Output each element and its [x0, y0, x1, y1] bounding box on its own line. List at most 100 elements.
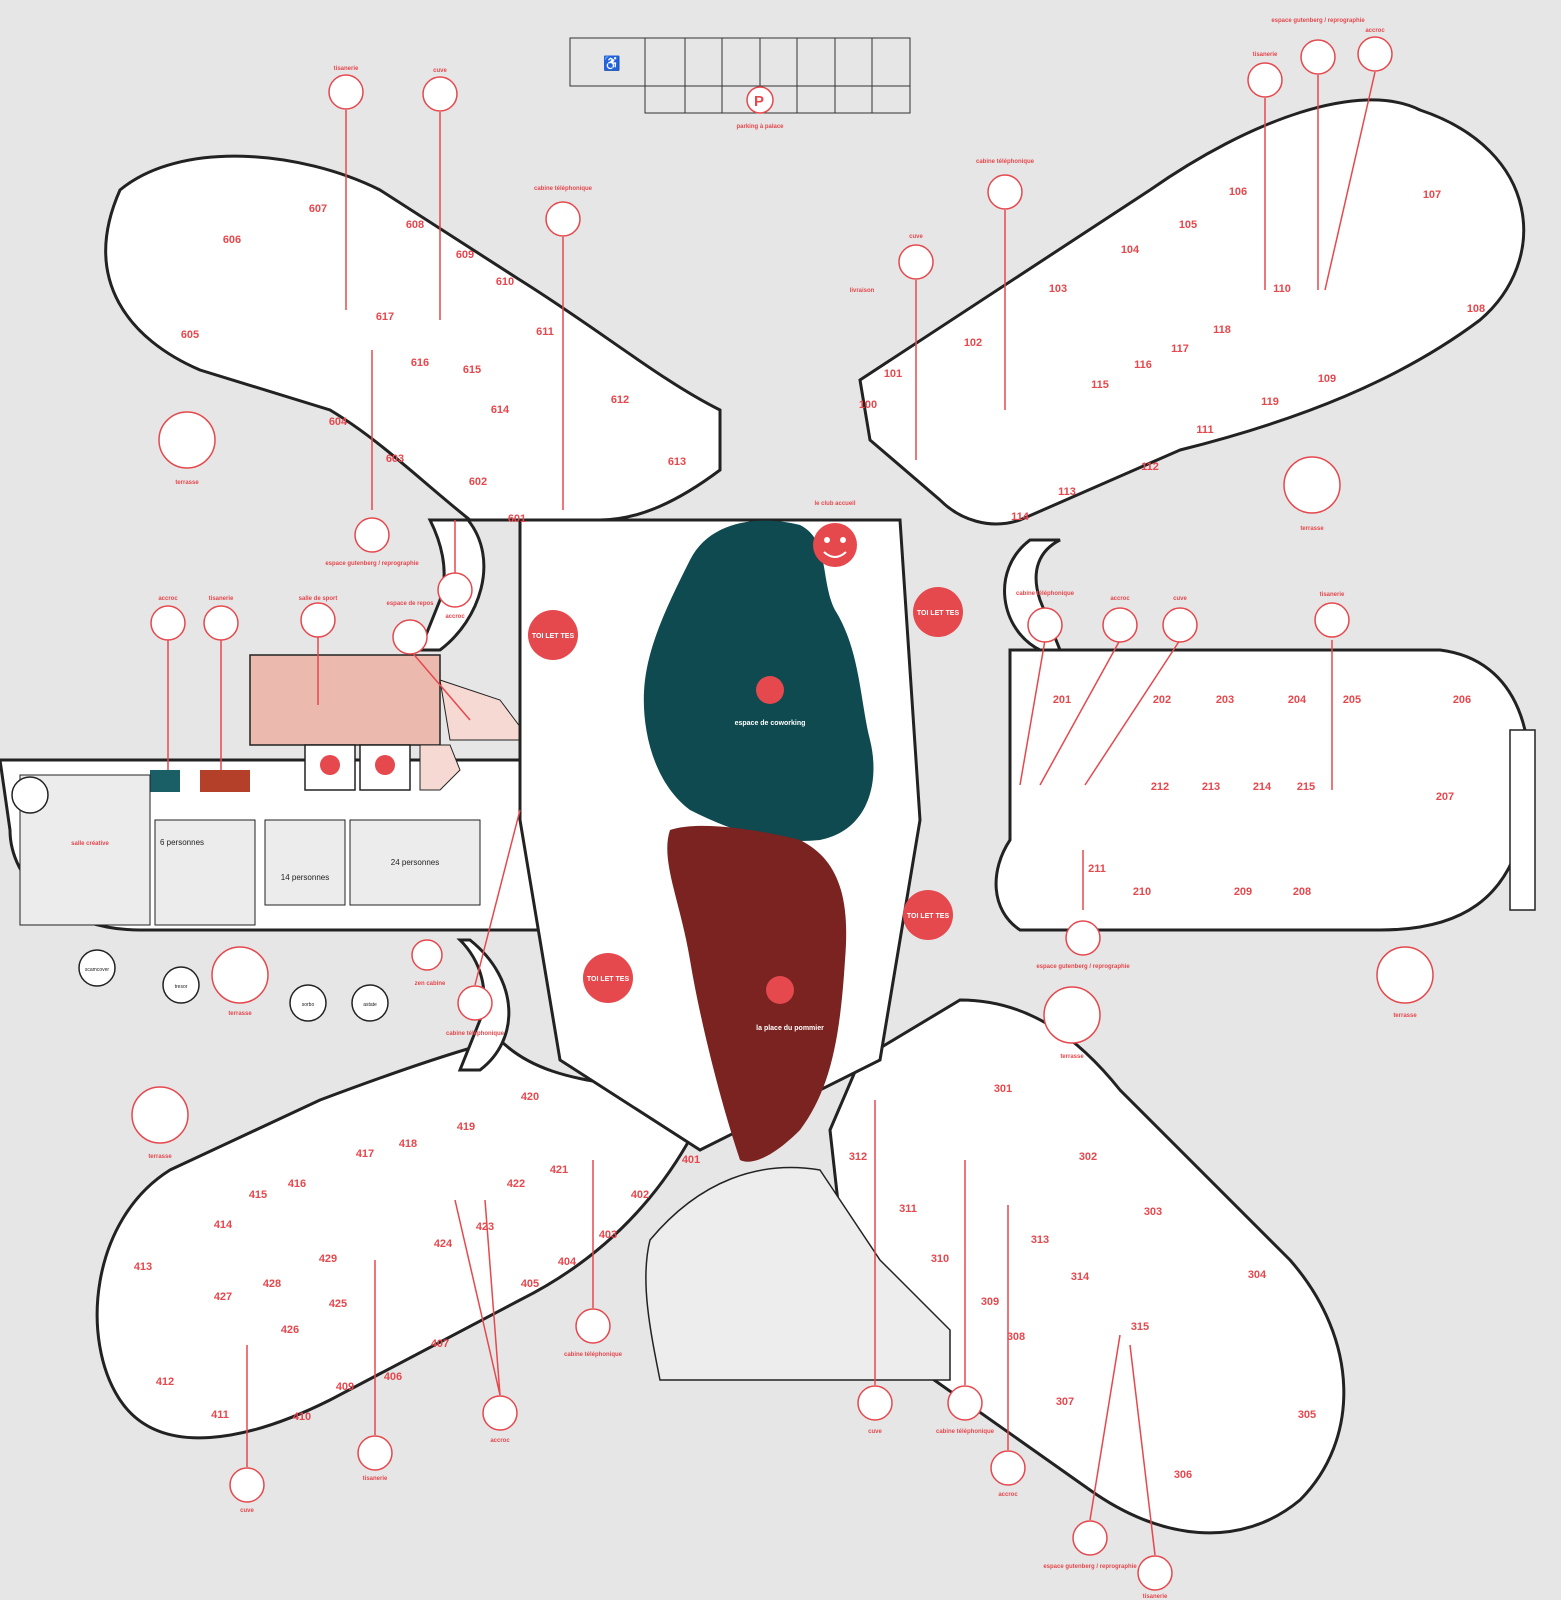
room-label-617[interactable]: 617 [376, 311, 394, 323]
zen-cabine-icon[interactable] [411, 939, 443, 971]
room-label-424[interactable]: 424 [434, 1238, 453, 1250]
room-label-611[interactable]: 611 [536, 326, 554, 338]
room-label-616[interactable]: 616 [411, 357, 429, 369]
room-label-207[interactable]: 207 [1436, 791, 1454, 803]
room-label-204[interactable]: 204 [1288, 694, 1307, 706]
tisanerie-icon[interactable] [203, 605, 239, 641]
parking-icon[interactable] [746, 86, 774, 114]
room-label-608[interactable]: 608 [406, 219, 424, 231]
coworking-zone[interactable] [643, 520, 874, 841]
accroc-icon[interactable] [990, 1450, 1026, 1486]
room-label-426[interactable]: 426 [281, 1324, 299, 1336]
room-label-614[interactable]: 614 [491, 404, 510, 416]
room-label-612[interactable]: 612 [611, 394, 629, 406]
toilets-icon[interactable] [583, 953, 633, 1003]
room-label-209[interactable]: 209 [1234, 886, 1252, 898]
room-label-303[interactable]: 303 [1144, 1206, 1162, 1218]
room-label-100[interactable]: 100 [859, 399, 877, 411]
toilets-icon[interactable] [913, 587, 963, 637]
phone-booth-icon[interactable] [575, 1308, 611, 1344]
room-label-114[interactable]: 114 [1011, 511, 1030, 523]
room-label-108[interactable]: 108 [1467, 303, 1485, 315]
cuve-icon[interactable] [857, 1385, 893, 1421]
room-label-419[interactable]: 419 [457, 1121, 475, 1133]
tisanerie-icon[interactable] [357, 1435, 393, 1471]
room-label-203[interactable]: 203 [1216, 694, 1234, 706]
reprographie-icon[interactable] [354, 517, 390, 553]
room-label-615[interactable]: 615 [463, 364, 481, 376]
terrace-icon[interactable] [131, 1086, 189, 1144]
accroc-icon[interactable] [437, 572, 473, 608]
room-label-106[interactable]: 106 [1229, 186, 1247, 198]
tisanerie-icon[interactable] [1137, 1555, 1173, 1591]
smiley-icon[interactable] [813, 523, 857, 567]
room-label-603[interactable]: 603 [386, 453, 404, 465]
accroc-icon[interactable] [1102, 607, 1138, 643]
phone-booth-icon[interactable] [1027, 607, 1063, 643]
accroc-icon[interactable] [150, 605, 186, 641]
room-label-405[interactable]: 405 [521, 1278, 539, 1290]
room-label-103[interactable]: 103 [1049, 283, 1067, 295]
terrace-icon[interactable] [1043, 986, 1101, 1044]
room-label-606[interactable]: 606 [223, 234, 241, 246]
room-label-404[interactable]: 404 [558, 1256, 577, 1268]
room-label-310[interactable]: 310 [931, 1253, 949, 1265]
room-label-410[interactable]: 410 [293, 1411, 311, 1423]
room-label-215[interactable]: 215 [1297, 781, 1315, 793]
room-label-601[interactable]: 601 [508, 513, 526, 525]
room-label-115[interactable]: 115 [1091, 379, 1109, 391]
accroc-icon[interactable] [1357, 36, 1393, 72]
room-label-420[interactable]: 420 [521, 1091, 539, 1103]
room-label-301[interactable]: 301 [994, 1083, 1012, 1095]
room-label-105[interactable]: 105 [1179, 219, 1197, 231]
room-label-401[interactable]: 401 [682, 1154, 700, 1166]
room-label-315[interactable]: 315 [1131, 1321, 1149, 1333]
room-label-428[interactable]: 428 [263, 1278, 281, 1290]
accroc-icon[interactable] [482, 1395, 518, 1431]
room-label-418[interactable]: 418 [399, 1138, 417, 1150]
room-label-202[interactable]: 202 [1153, 694, 1171, 706]
reprographie-icon[interactable] [1300, 39, 1336, 75]
room-label-211[interactable]: 211 [1088, 863, 1106, 875]
terrace-icon[interactable] [158, 411, 216, 469]
room-label-311[interactable]: 311 [899, 1203, 917, 1215]
room-label-102[interactable]: 102 [964, 337, 982, 349]
room-label-307[interactable]: 307 [1056, 1396, 1074, 1408]
toilets-icon[interactable] [903, 890, 953, 940]
cuve-icon[interactable] [1162, 607, 1198, 643]
tisanerie-icon[interactable] [328, 74, 364, 110]
room-label-213[interactable]: 213 [1202, 781, 1220, 793]
room-label-107[interactable]: 107 [1423, 189, 1441, 201]
room-label-109[interactable]: 109 [1318, 373, 1336, 385]
room-label-314[interactable]: 314 [1071, 1271, 1090, 1283]
room-label-118[interactable]: 118 [1213, 324, 1231, 336]
room-label-104[interactable]: 104 [1121, 244, 1140, 256]
room-label-416[interactable]: 416 [288, 1178, 306, 1190]
room-label-415[interactable]: 415 [249, 1189, 267, 1201]
room-label-210[interactable]: 210 [1133, 886, 1151, 898]
room-label-305[interactable]: 305 [1298, 1409, 1316, 1421]
parking-area[interactable]: ♿ P parking à palace [569, 37, 911, 130]
room-label-425[interactable]: 425 [329, 1298, 347, 1310]
room-label-206[interactable]: 206 [1453, 694, 1471, 706]
vestiaire-icon[interactable] [320, 755, 340, 775]
room-label-112[interactable]: 112 [1141, 461, 1159, 473]
room-label-402[interactable]: 402 [631, 1189, 649, 1201]
room-label-605[interactable]: 605 [181, 329, 199, 341]
cuve-icon[interactable] [898, 244, 934, 280]
room-label-610[interactable]: 610 [496, 276, 514, 288]
room-label-304[interactable]: 304 [1248, 1269, 1267, 1281]
tisanerie-icon[interactable] [1247, 62, 1283, 98]
phone-booth-icon[interactable] [987, 174, 1023, 210]
room-label-212[interactable]: 212 [1151, 781, 1169, 793]
sport-room[interactable] [249, 654, 441, 746]
reprographie-icon[interactable] [1065, 920, 1101, 956]
room-label-613[interactable]: 613 [668, 456, 686, 468]
room-label-412[interactable]: 412 [156, 1376, 174, 1388]
room-label-306[interactable]: 306 [1174, 1469, 1192, 1481]
room-label-421[interactable]: 421 [550, 1164, 568, 1176]
phone-booth-icon[interactable] [545, 201, 581, 237]
room-label-427[interactable]: 427 [214, 1291, 232, 1303]
room-label-413[interactable]: 413 [134, 1261, 152, 1273]
room-label-119[interactable]: 119 [1261, 396, 1279, 408]
